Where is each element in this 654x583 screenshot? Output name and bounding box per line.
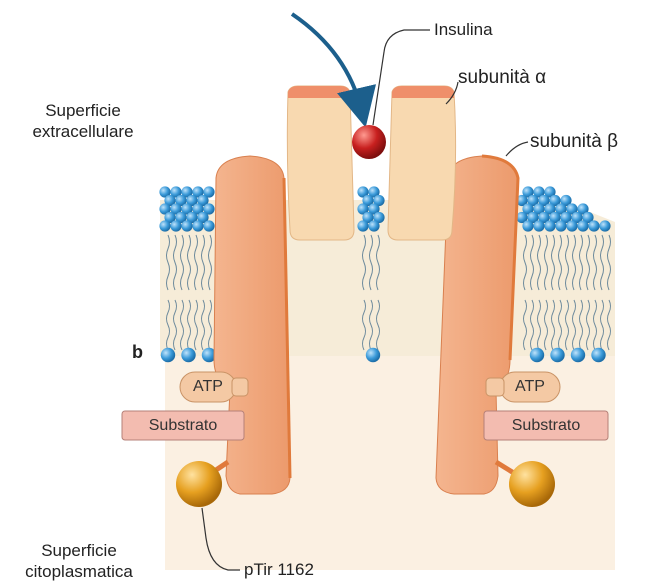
ptyr-ball-right (509, 461, 555, 507)
lipid-head (533, 220, 544, 231)
lipid-head (203, 220, 214, 231)
atp-label-right: ATP (500, 372, 560, 402)
ptyr-ball-left (176, 461, 222, 507)
lipid-head (591, 348, 605, 362)
lipid-head (555, 220, 566, 231)
lipid-head (577, 220, 588, 231)
lipid-head (170, 220, 181, 231)
insulin-molecule (352, 125, 386, 159)
beta-leader-line (506, 142, 528, 156)
lipid-head (530, 348, 544, 362)
label-beta-subunit: subunità β (530, 131, 618, 153)
atp-label-left: ATP (180, 372, 236, 402)
lipid-head (522, 220, 533, 231)
alpha-subunit-right (388, 86, 456, 240)
lipid-head (544, 220, 555, 231)
alpha-subunit-left (287, 86, 354, 240)
label-alpha-subunit: subunità α (458, 67, 546, 89)
lipid-head (161, 348, 175, 362)
lipid-head (599, 220, 610, 231)
alpha-cap-right (392, 86, 454, 98)
alpha-cap-left (288, 86, 350, 98)
lipid-head (192, 220, 203, 231)
lipid-head (368, 220, 379, 231)
lipid-head (357, 220, 368, 231)
substrate-label-left: Substrato (122, 411, 244, 440)
label-ptyr: pTir 1162 (244, 560, 314, 580)
label-panel-b: b (132, 342, 143, 363)
lipid-head (366, 348, 380, 362)
substrate-label-right: Substrato (484, 411, 608, 440)
lipid-head (159, 220, 170, 231)
lipid-head (181, 220, 192, 231)
lipid-head (588, 220, 599, 231)
lipid-head (571, 348, 585, 362)
lipid-head (566, 220, 577, 231)
label-insulin: Insulina (434, 20, 493, 40)
lipid-head (550, 348, 564, 362)
label-extracellular-surface: Superficieextracellulare (4, 100, 162, 142)
lipid-head (181, 348, 195, 362)
